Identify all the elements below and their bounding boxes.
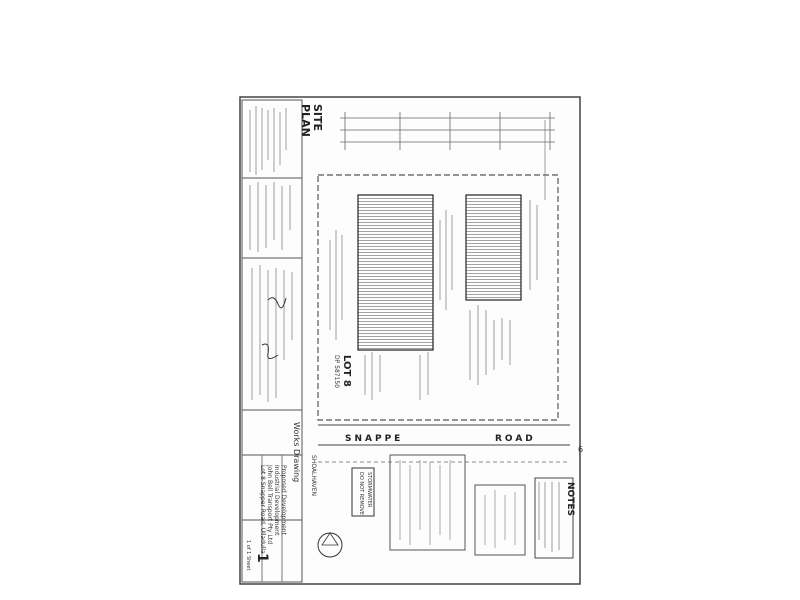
snapper-road: SNAPPE ROAD bbox=[318, 424, 570, 463]
client-line-4: Lot 8 Snapper Road, Ulladulla bbox=[259, 465, 266, 554]
notes-box bbox=[534, 477, 574, 559]
client-line-3: John Bell Transport Pty Ltd bbox=[266, 464, 273, 544]
top-dimension-lines bbox=[340, 112, 555, 150]
lot-label: LOT 8 bbox=[341, 355, 352, 387]
council-logo: SHOALHAVEN bbox=[310, 455, 343, 558]
drawing-type-label: Works Drawing bbox=[292, 422, 301, 482]
road-name-left: SNAPPE bbox=[345, 434, 403, 444]
site-boundary bbox=[317, 174, 559, 421]
building-2-footprint bbox=[465, 194, 522, 301]
do-not-remove-label: DO NOT REMOVE bbox=[358, 472, 364, 515]
sheet-number: 1 bbox=[254, 553, 270, 563]
stormwater-label: STORMWATER bbox=[366, 472, 372, 508]
pen-mark: 6 bbox=[578, 445, 583, 454]
signature-scribble bbox=[267, 297, 287, 309]
detail-box-2 bbox=[474, 484, 526, 556]
client-line-1: Proposed Development bbox=[280, 465, 287, 536]
building-1-footprint bbox=[357, 194, 434, 351]
client-line-2: Industrial Development bbox=[273, 465, 280, 536]
notes-heading: NOTES bbox=[565, 482, 575, 516]
site-title-line-1: SITE bbox=[311, 104, 324, 131]
stormwater-box bbox=[351, 467, 375, 517]
road-name-right: ROAD bbox=[495, 434, 536, 444]
sheet-of-label: 1 of 1 Sheet bbox=[245, 540, 251, 570]
site-title-line-2: PLAN bbox=[299, 104, 312, 137]
council-name: SHOALHAVEN bbox=[310, 455, 317, 496]
title-block: Proposed Development Industrial Developm… bbox=[241, 99, 303, 583]
detail-box-1 bbox=[389, 454, 466, 551]
lot-subtitle: DP 587150 bbox=[333, 355, 340, 388]
